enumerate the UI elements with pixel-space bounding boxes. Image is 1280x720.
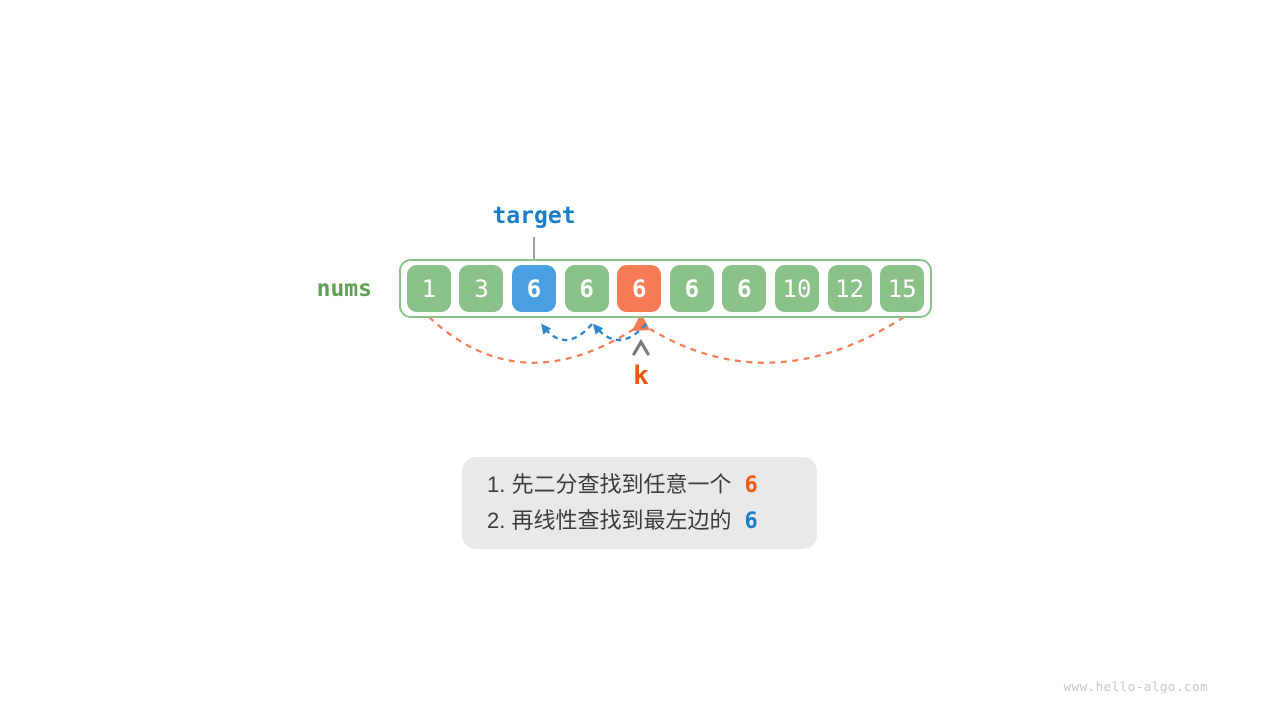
array-cell: 6 [564,265,609,312]
array-cell: 6 [617,265,662,312]
target-label: target [492,203,576,229]
array-cell: 12 [827,265,872,312]
k-caret-icon [632,338,650,356]
array-cell: 15 [880,265,925,312]
array-cell: 10 [774,265,819,312]
note-line: 1. 先二分查找到任意一个 6 [487,469,817,501]
array-cell: 3 [459,265,504,312]
binary-search-right-arc [649,316,905,364]
array-cell: 6 [722,265,767,312]
note-text: 1. 先二分查找到任意一个 [487,472,732,497]
note-highlight-value: 6 [744,473,758,498]
note-line: 2. 再线性查找到最左边的 6 [487,505,817,537]
nums-label: nums [316,276,372,302]
linear-scan-arc-2 [541,323,593,342]
watermark: www.hello-algo.com [1063,679,1208,694]
array-cell: 1 [406,265,451,312]
note-highlight-value: 6 [744,509,758,534]
binary-search-left-arc [428,316,635,364]
array-cell: 6 [669,265,714,312]
linear-scan-arc-1 [593,323,647,342]
k-label: k [633,361,649,391]
note-box: 1. 先二分查找到任意一个 6 2. 再线性查找到最左边的 6 [462,457,817,549]
array-cell: 6 [512,265,557,312]
note-text: 2. 再线性查找到最左边的 [487,508,732,533]
